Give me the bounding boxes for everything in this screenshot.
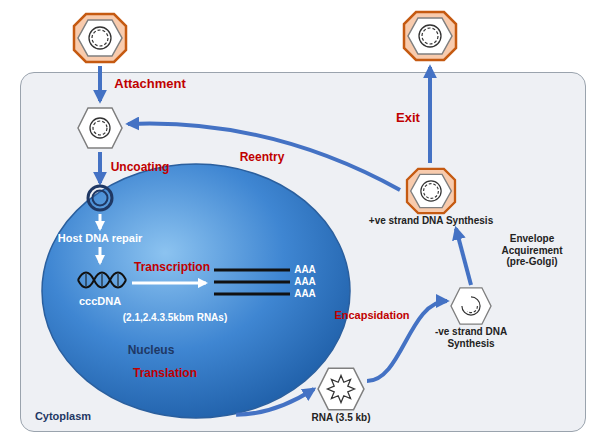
step-label: Uncoating: [111, 161, 170, 175]
label-wrap: Encapsidation: [334, 309, 409, 322]
label-wrap: Host DNA repair: [58, 232, 143, 245]
capsid-caption: +ve strand DNA Synthesis: [369, 215, 493, 227]
label-wrap: Exit: [396, 111, 420, 126]
region-label: Cytoplasm: [35, 410, 91, 423]
capsid-caption: -ve strand DNA Synthesis: [428, 326, 514, 349]
label-wrap: Translation: [133, 367, 197, 381]
label-wrap: Reentry: [240, 151, 285, 165]
uncoated-capsid: [78, 108, 122, 148]
capsid-shape: [449, 286, 493, 326]
exit-arrow: [428, 67, 432, 163]
step-label: Attachment: [114, 77, 186, 92]
virion-entering: [74, 14, 126, 62]
label-wrap: Cytoplasm: [35, 410, 91, 423]
step-label: Encapsidation: [334, 309, 409, 322]
reentry-arrow: [128, 124, 400, 190]
label-wrap: AAA: [294, 276, 316, 288]
label-wrap: AAA: [294, 288, 316, 300]
plus-strand-virion: +ve strand DNA Synthesis: [369, 167, 493, 227]
label-wrap: Transcription: [134, 261, 210, 275]
capsid-caption: RNA (3.5 kb): [311, 412, 370, 424]
flow-arrow: [236, 389, 314, 415]
step-label: Transcription: [134, 261, 210, 275]
capsid-shape: [405, 167, 457, 215]
attachment-arrow: [98, 66, 102, 101]
polya-tail: AAA: [294, 264, 316, 276]
step-label: Translation: [133, 367, 197, 381]
label-wrap: (2.1,2.4.3.5kbm RNAs): [123, 312, 228, 324]
label-wrap: Envelope Acquirement (pre-Golgi): [496, 233, 568, 268]
rna-capsid: RNA (3.5 kb): [311, 366, 370, 424]
region-label: Nucleus: [128, 344, 175, 358]
capsid-shape: [316, 366, 366, 412]
label-wrap: cccDNA: [79, 295, 121, 308]
virion-exiting: [404, 12, 456, 60]
dna-label: cccDNA: [79, 295, 121, 308]
label-wrap: Uncoating: [111, 161, 170, 175]
step-label: Exit: [396, 111, 420, 126]
polya-tail: AAA: [294, 288, 316, 300]
label-wrap: Nucleus: [128, 344, 175, 358]
flow-arrow: [456, 229, 471, 286]
label-wrap: Attachment: [114, 77, 186, 92]
step-label: Envelope Acquirement (pre-Golgi): [496, 233, 568, 268]
step-label: Reentry: [240, 151, 285, 165]
minus-strand-capsid: -ve strand DNA Synthesis: [428, 286, 514, 349]
rna-sizes: (2.1,2.4.3.5kbm RNAs): [123, 312, 228, 324]
label-wrap: AAA: [294, 264, 316, 276]
step-label: Host DNA repair: [58, 232, 143, 245]
polya-tail: AAA: [294, 276, 316, 288]
uncoating-arrow: [98, 152, 102, 183]
